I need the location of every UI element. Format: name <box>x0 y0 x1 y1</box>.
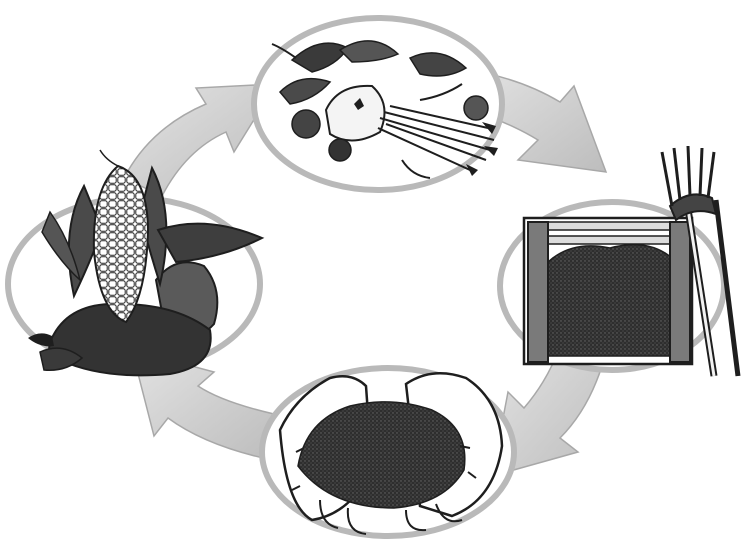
hands-holding-compost-icon <box>262 368 514 536</box>
corn-and-vegetables-icon <box>8 150 262 375</box>
vegetable-scraps-icon <box>254 18 502 190</box>
